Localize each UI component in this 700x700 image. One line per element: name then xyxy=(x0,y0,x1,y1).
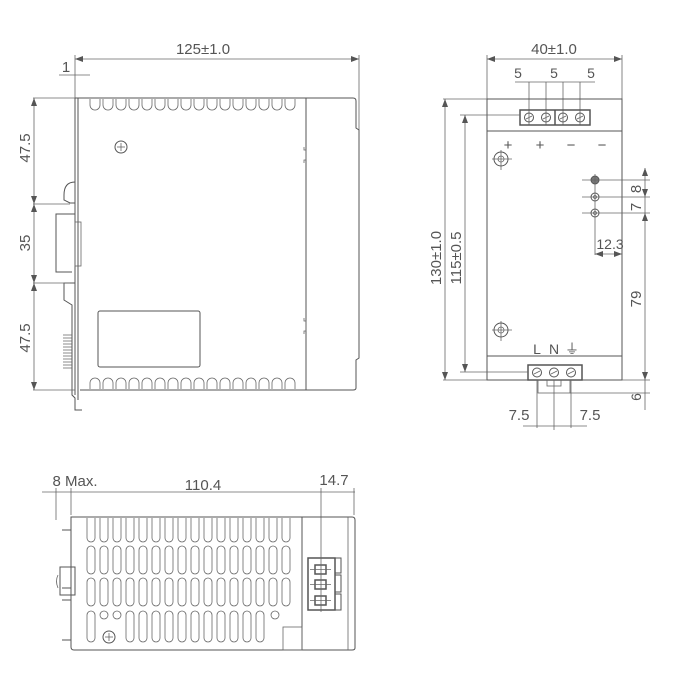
dim-led-pitch-1: 8 xyxy=(628,185,645,193)
dim-led-pitch-2: 7 xyxy=(628,203,645,211)
input-label-neutral: N xyxy=(549,341,559,357)
output-label-minus-2: − xyxy=(598,137,607,154)
output-terminal-block xyxy=(519,109,591,126)
output-label-plus-1: + xyxy=(504,137,513,154)
screw-icon xyxy=(102,630,116,644)
top-terminal-block xyxy=(307,555,342,612)
dim-bottom-offset: 6 xyxy=(628,393,644,401)
dim-pitch-3: 5 xyxy=(587,65,595,81)
input-label-line: L xyxy=(533,341,541,357)
dim-pitch-2: 5 xyxy=(550,65,558,81)
dim-terminal-offset: 14.7 xyxy=(319,472,348,489)
dim-body-length: 110.4 xyxy=(185,477,221,494)
dim-overall-depth: 125±1.0 xyxy=(176,41,230,58)
mount-hole-icon xyxy=(492,150,512,170)
dim-width: 40±1.0 xyxy=(531,41,577,58)
din-rail-clip xyxy=(55,181,82,411)
top-vent-grid xyxy=(86,518,291,643)
dim-led-to-bottom: 79 xyxy=(628,291,645,308)
dim-rail-to-bottom: 47.5 xyxy=(17,323,34,352)
top-view: 8 Max. 110.4 14.7 xyxy=(42,472,356,651)
dim-top-to-rail: 47.5 xyxy=(17,133,34,162)
mount-hole-icon xyxy=(492,321,512,341)
dim-terminal-span: 115±0.5 xyxy=(448,232,465,285)
front-view: 40±1.0 5 5 5 + + − − xyxy=(428,41,650,430)
top-body xyxy=(70,516,356,651)
dim-clip-max: 8 Max. xyxy=(52,473,97,490)
label-area xyxy=(97,310,201,368)
dim-rail-clip: 1 xyxy=(62,59,70,76)
input-label-earth: ⏚ xyxy=(565,341,579,357)
dim-pitch-1: 5 xyxy=(514,65,522,81)
dim-input-pitch-left: 7.5 xyxy=(509,407,530,424)
screw-icon xyxy=(114,140,128,154)
side-view: 125±1.0 1 xyxy=(17,41,360,411)
dim-input-pitch-right: 7.5 xyxy=(580,407,601,424)
output-label-plus-2: + xyxy=(536,137,545,154)
dim-overall-height: 130±1.0 xyxy=(428,231,445,285)
output-label-minus-1: − xyxy=(567,137,576,154)
dim-rail-width: 35 xyxy=(17,235,34,252)
bottom-vents xyxy=(89,377,296,389)
led-indicators xyxy=(582,174,650,255)
input-terminal-block xyxy=(527,364,583,394)
dim-led-offset: 12.3 xyxy=(596,236,623,252)
top-vents xyxy=(89,99,296,111)
